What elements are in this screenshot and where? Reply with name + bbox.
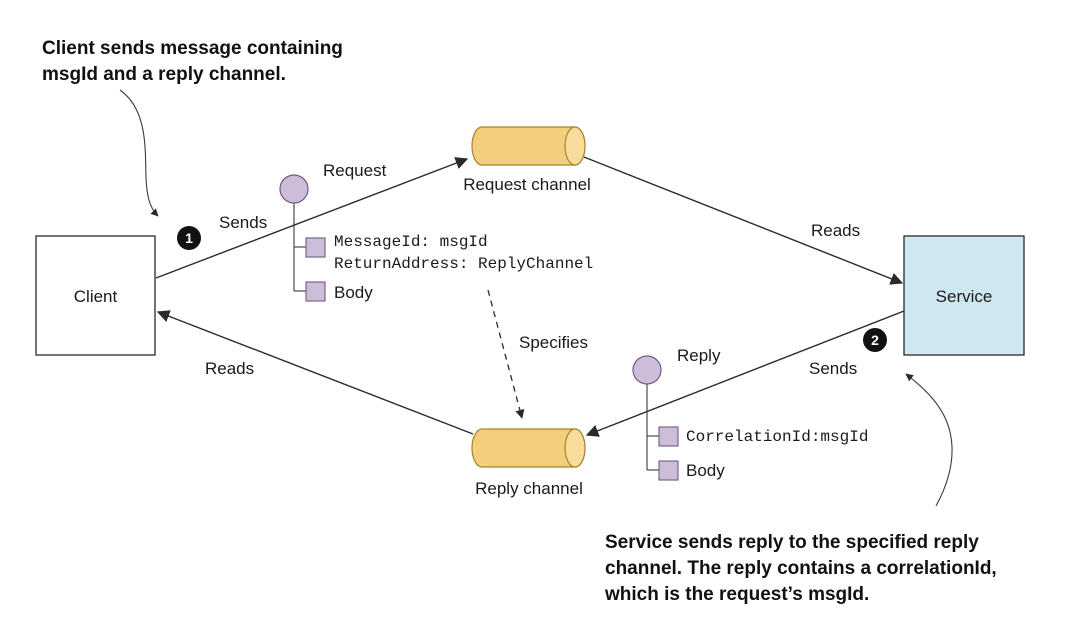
step-1-badge: 1 — [177, 226, 201, 250]
reply-message-icon — [632, 355, 662, 385]
service-callout-line-2: channel. The reply contains a correlatio… — [605, 558, 997, 579]
client-sends-label: Sends — [219, 213, 267, 232]
reply-channel-to-client-arrow — [156, 310, 474, 435]
request-label: Request — [323, 161, 387, 180]
client-label: Client — [74, 287, 118, 306]
reply-channel-icon — [471, 428, 586, 468]
reply-body-square — [658, 460, 679, 481]
client-callout-line-1: Client sends message containing — [42, 38, 343, 59]
request-return-address-field: ReturnAddress: ReplyChannel — [334, 255, 593, 273]
service-reads-label: Reads — [811, 221, 860, 240]
reply-body-label: Body — [686, 461, 725, 480]
service-callout-pointer — [905, 373, 953, 507]
client-callout: Client sends message containing msgId an… — [42, 38, 347, 85]
service-callout: Service sends reply to the specified rep… — [604, 532, 1001, 605]
client-callout-line-2: msgId and a reply channel. — [42, 64, 286, 85]
step-1-number: 1 — [185, 230, 193, 246]
request-body-label: Body — [334, 283, 373, 302]
service-to-reply-channel-arrow — [585, 310, 905, 437]
request-message-id-field: MessageId: msgId — [334, 233, 488, 251]
client-to-request-channel-arrow — [155, 157, 469, 279]
reply-field-square — [658, 426, 679, 447]
client-reads-label: Reads — [205, 359, 254, 378]
service-sends-label: Sends — [809, 359, 857, 378]
service-label: Service — [936, 287, 993, 306]
request-body-square — [305, 281, 326, 302]
reply-channel-label: Reply channel — [475, 479, 583, 498]
reply-correlation-id-field: CorrelationId:msgId — [686, 428, 868, 446]
request-field-square — [305, 237, 326, 258]
request-channel-label: Request channel — [463, 175, 591, 194]
request-channel-to-service-arrow — [583, 156, 904, 285]
client-callout-pointer — [119, 89, 159, 217]
step-2-number: 2 — [871, 332, 879, 348]
reply-label: Reply — [677, 346, 721, 365]
request-channel-icon — [471, 126, 586, 166]
specifies-label: Specifies — [519, 333, 588, 352]
reply-message: CorrelationId:msgId Body — [632, 355, 868, 481]
request-message-icon — [279, 174, 309, 204]
step-2-badge: 2 — [863, 328, 887, 352]
specifies-dashed-arrow — [487, 289, 525, 419]
service-box — [903, 235, 1025, 356]
client-box — [35, 235, 156, 356]
service-callout-line-1: Service sends reply to the specified rep… — [605, 532, 979, 553]
request-message: MessageId: msgId ReturnAddress: ReplyCha… — [279, 174, 593, 302]
service-callout-line-3: which is the request’s msgId. — [604, 584, 869, 605]
